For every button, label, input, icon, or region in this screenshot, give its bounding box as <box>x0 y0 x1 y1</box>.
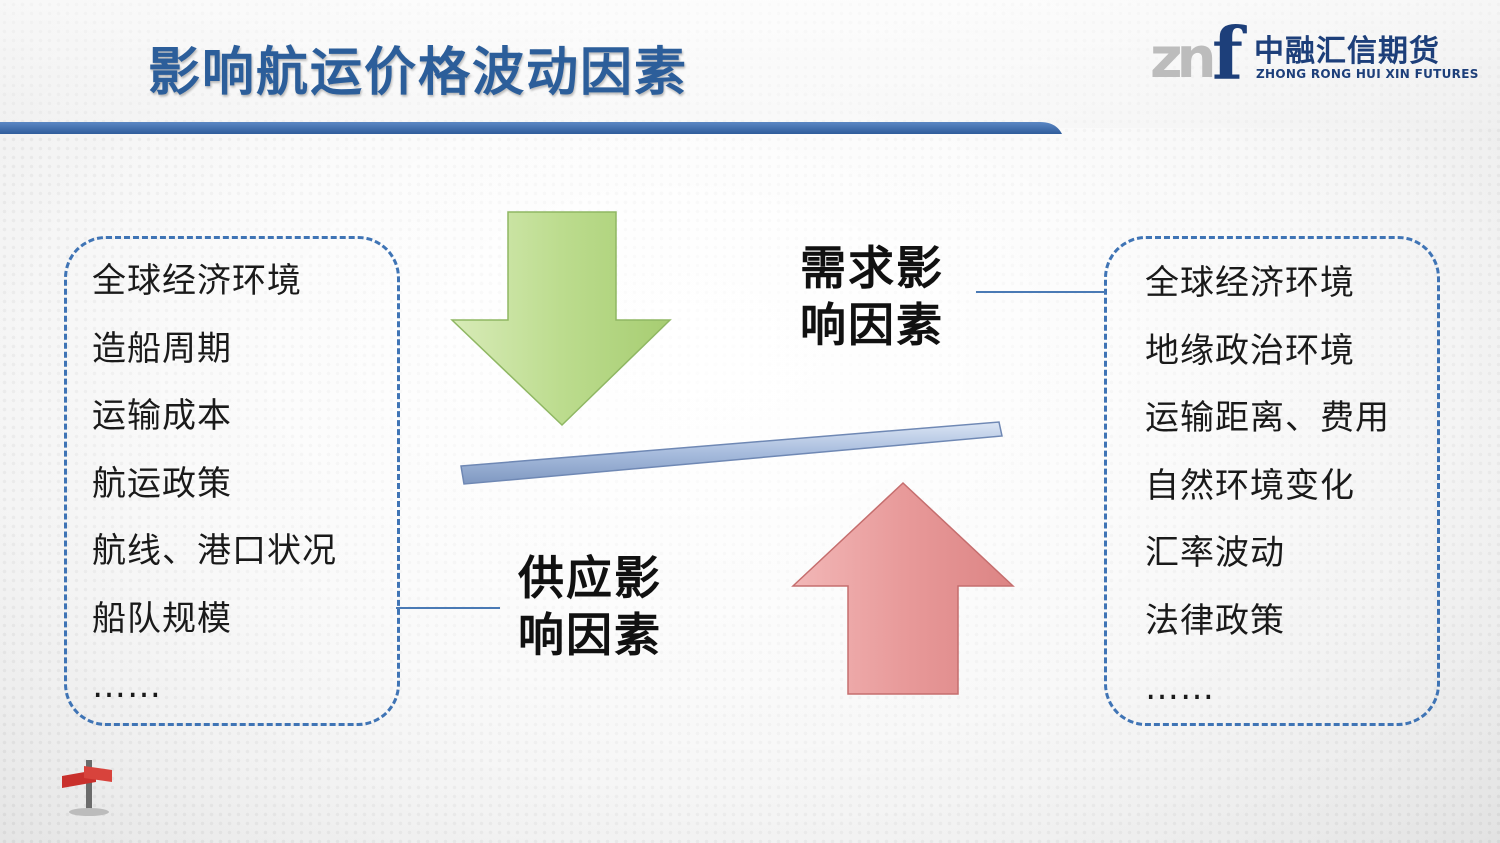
header-band <box>0 0 1500 128</box>
signpost-icon <box>62 760 112 816</box>
supply-factor-item: 航线、港口状况 <box>92 531 337 571</box>
demand-factor-item: …… <box>1145 668 1215 708</box>
demand-factor-item: 全球经济环境 <box>1145 263 1355 303</box>
supply-factors-label: 供应影响因素 <box>518 551 662 662</box>
supply-factor-box <box>64 236 400 726</box>
down-arrow-icon <box>450 211 672 427</box>
demand-factor-list: 全球经济环境 地缘政治环境 运输距离、费用 自然环境变化 汇率波动 法律政策 …… <box>1145 262 1390 735</box>
demand-factor-item: 运输距离、费用 <box>1145 398 1390 438</box>
page-title: 影响航运价格波动因素 <box>148 43 689 103</box>
demand-factor-item: 汇率波动 <box>1145 533 1285 573</box>
supply-factor-item: 造船周期 <box>92 328 232 369</box>
logo-chinese-name: 中融汇信期货 <box>1254 34 1440 69</box>
demand-connector-line <box>976 291 1106 293</box>
supply-factor-item: 运输成本 <box>92 396 232 436</box>
supply-factor-list: 全球经济环境 造船周期 运输成本 航运政策 航线、港口状况 船队规模 …… <box>92 260 337 733</box>
supply-factor-item: 全球经济环境 <box>92 261 302 301</box>
logo-letter: f <box>1212 11 1243 96</box>
supply-factor-item: …… <box>92 666 162 706</box>
up-arrow-icon <box>791 481 1015 695</box>
supply-factor-item: 航运政策 <box>92 463 232 504</box>
demand-factors-label: 需求影响因素 <box>800 241 944 352</box>
supply-factor-item: 船队规模 <box>92 598 232 639</box>
demand-factor-item: 自然环境变化 <box>1145 465 1355 506</box>
company-logo: zn f 中融汇信期货 ZHONG RONG HUI XIN FUTURES <box>1150 11 1478 96</box>
logo-mark: zn <box>1150 26 1217 91</box>
supply-connector-line <box>396 607 500 609</box>
demand-factor-item: 地缘政治环境 <box>1145 330 1355 371</box>
demand-factor-box <box>1104 236 1440 726</box>
demand-factor-item: 法律政策 <box>1145 600 1285 641</box>
logo-english-name: ZHONG RONG HUI XIN FUTURES <box>1256 67 1479 81</box>
balance-beam <box>460 421 1003 485</box>
